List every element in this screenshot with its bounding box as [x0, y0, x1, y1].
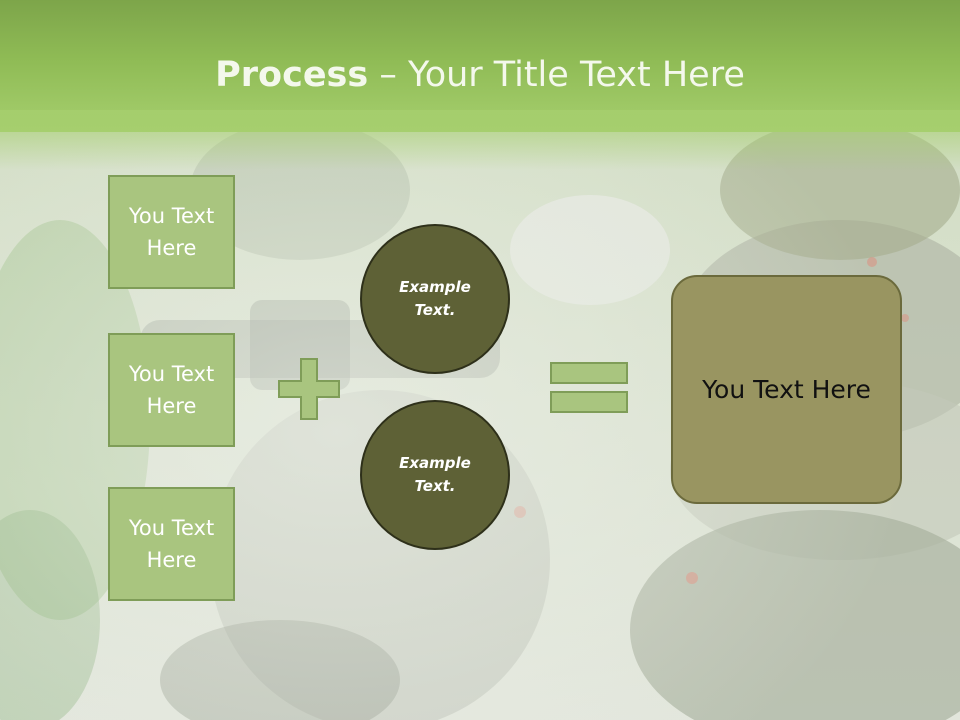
text-box-3[interactable]: You Text Here	[108, 487, 235, 601]
example-circle-2[interactable]: Example Text.	[360, 400, 510, 550]
slide-title[interactable]: Process – Your Title Text Here	[0, 52, 960, 98]
header-fade	[0, 110, 960, 170]
text-box-2[interactable]: You Text Here	[108, 333, 235, 447]
example-circle-1-label: Example Text.	[399, 278, 471, 319]
text-box-2-label: You Text Here	[128, 362, 215, 418]
plus-icon	[278, 358, 340, 420]
example-circle-1[interactable]: Example Text.	[360, 224, 510, 374]
title-rest: – Your Title Text Here	[368, 55, 745, 95]
equals-icon	[550, 362, 628, 413]
text-box-1[interactable]: You Text Here	[108, 175, 235, 289]
text-box-3-label: You Text Here	[128, 516, 215, 572]
example-circle-2-label: Example Text.	[399, 454, 471, 495]
result-box-label: You Text Here	[702, 374, 871, 404]
title-bold: Process	[215, 55, 369, 95]
text-box-1-label: You Text Here	[128, 204, 215, 260]
result-box[interactable]: You Text Here	[671, 275, 902, 504]
